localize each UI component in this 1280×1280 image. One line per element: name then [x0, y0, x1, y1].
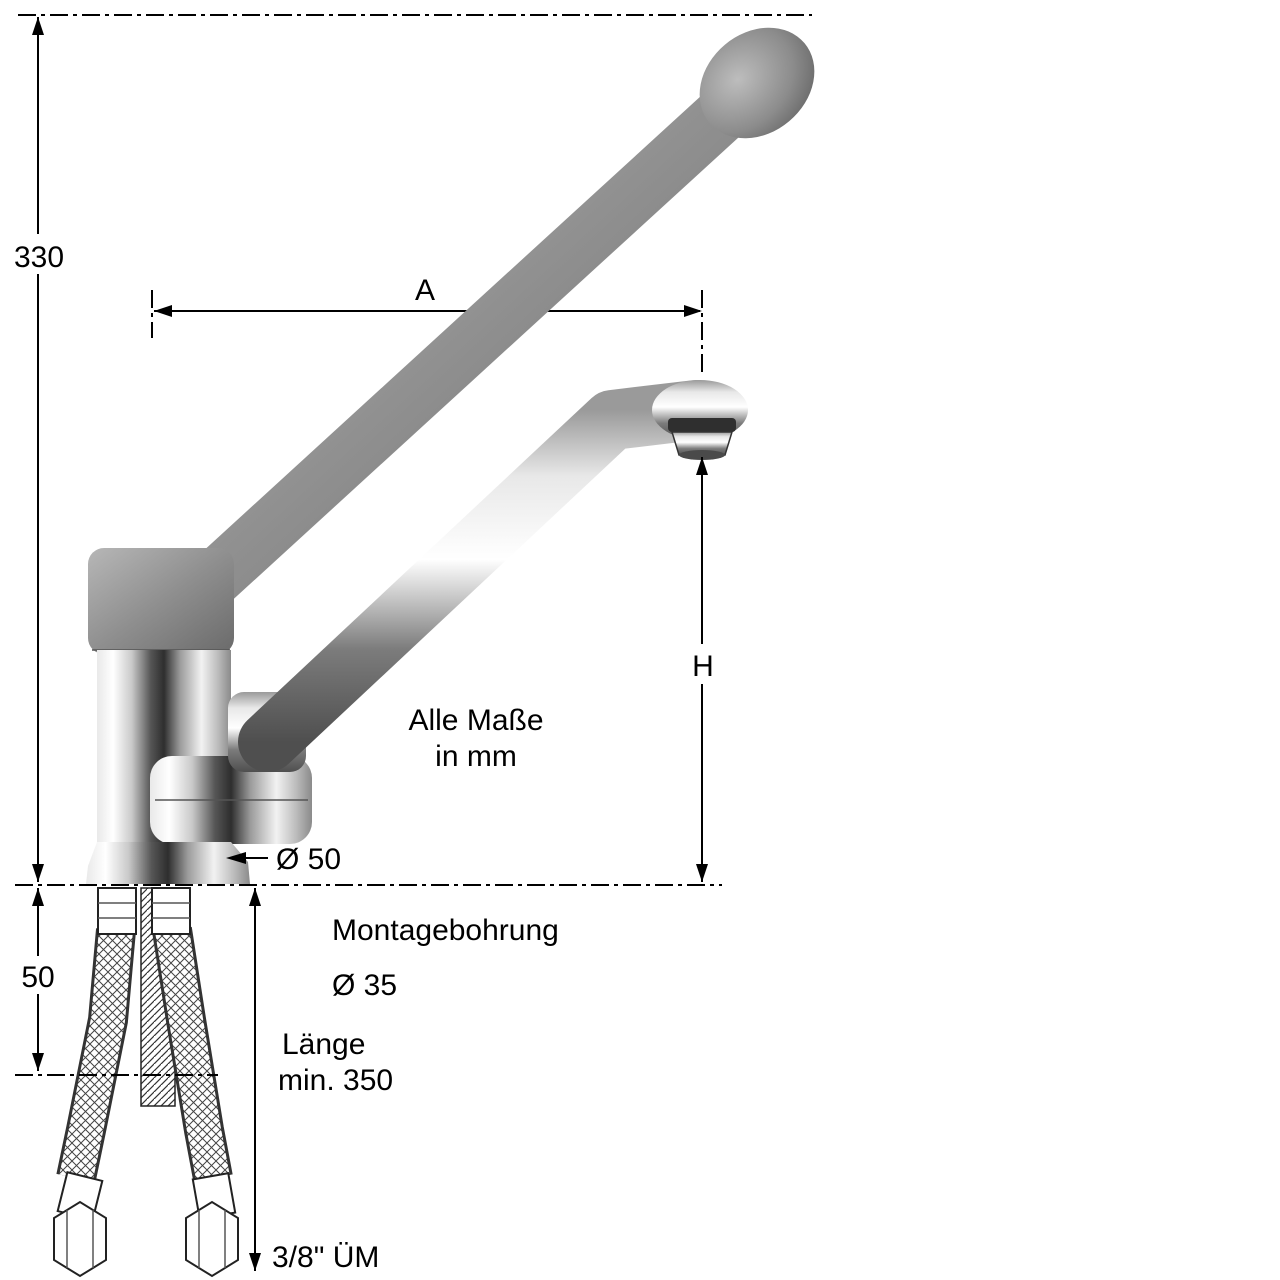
aerator	[668, 418, 736, 460]
faucet	[86, 27, 815, 884]
units-note: Alle Maße in mm	[408, 704, 543, 773]
lever-knob	[699, 27, 815, 139]
flex-hose-left	[56, 928, 136, 1183]
hose-ferrule-right	[151, 887, 191, 935]
hose-ferrule-left	[97, 887, 137, 935]
faucet-base	[86, 842, 250, 884]
dimension-reach-A: A	[151, 274, 703, 372]
hex-nut-left	[53, 1200, 107, 1278]
label-hose-length-1: Länge	[282, 1028, 365, 1061]
hex-nut-right	[185, 1200, 239, 1278]
label-dim-330: 330	[14, 241, 64, 274]
label-body-diameter: Ø 50	[276, 843, 341, 876]
under-deck-assembly	[53, 887, 239, 1278]
dimension-hose-length: Montagebohrung Ø 35 Länge min. 350 3/8" …	[249, 888, 559, 1274]
note-line-2: in mm	[435, 740, 517, 773]
label-thread: 3/8" ÜM	[272, 1241, 379, 1274]
label-dim-H: H	[692, 650, 714, 683]
callout-body-diameter: Ø 50	[226, 843, 341, 876]
dimension-spout-height-H: H	[684, 457, 722, 882]
flex-hose-right	[152, 926, 233, 1182]
dimension-total-height-330: 330	[14, 17, 64, 882]
note-line-1: Alle Maße	[408, 704, 543, 737]
label-mounting-hole-1: Montagebohrung	[332, 914, 559, 947]
lever-handle	[150, 72, 766, 640]
label-mounting-hole-2: Ø 35	[332, 969, 397, 1002]
label-dim-50: 50	[21, 961, 54, 994]
label-hose-length-2: min. 350	[278, 1064, 393, 1097]
dimension-deck-50: 50	[15, 888, 218, 1076]
label-dim-A: A	[415, 274, 435, 307]
handle-cap	[88, 548, 234, 654]
